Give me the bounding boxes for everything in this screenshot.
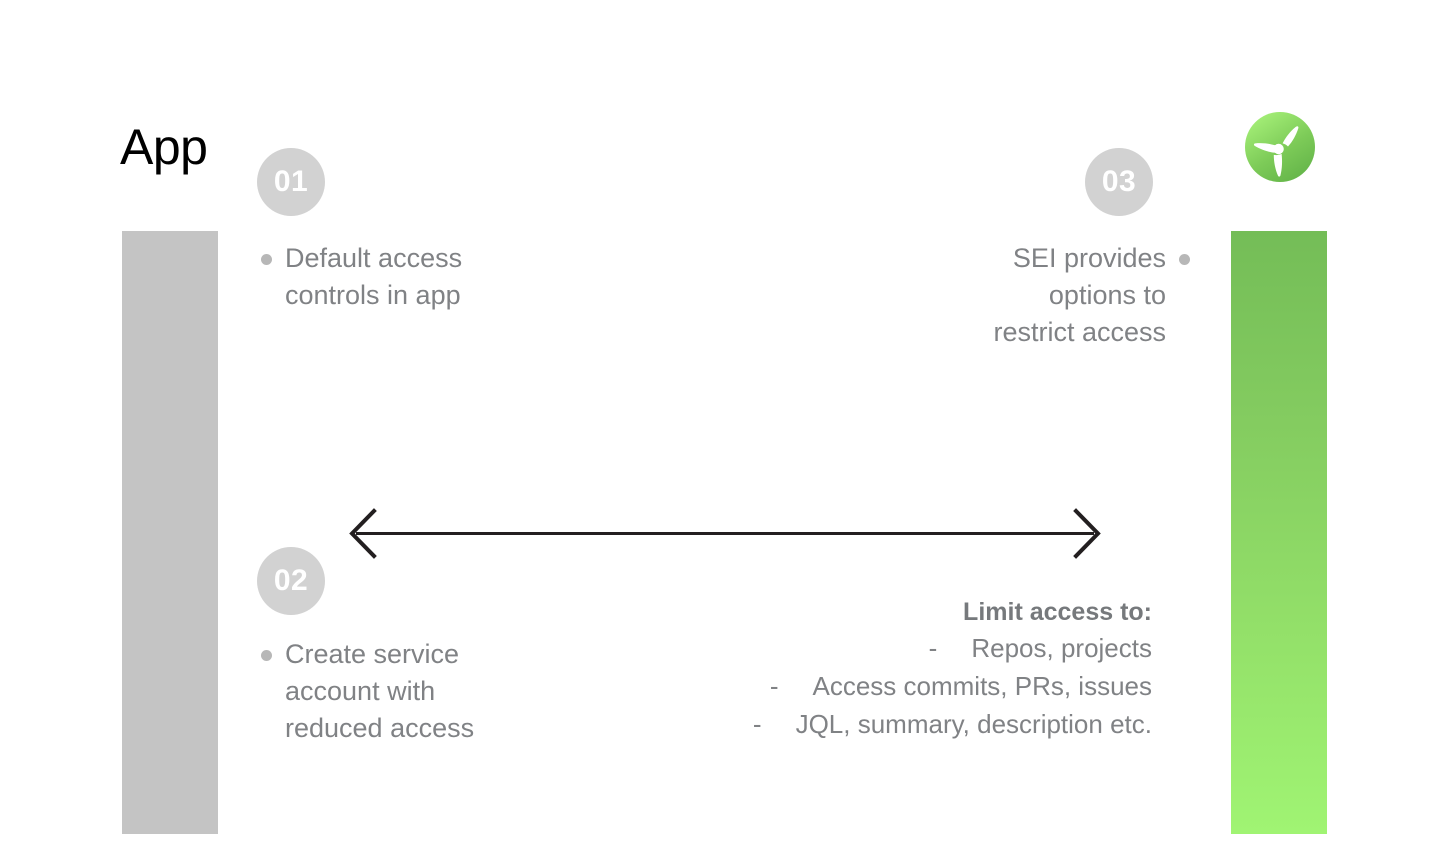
- limit-access-heading: Limit access to:: [963, 598, 1152, 626]
- app-column-bar: [122, 231, 218, 834]
- bullet-dot-icon: [261, 650, 272, 661]
- step-badge-02: 02: [257, 547, 325, 615]
- limit-access-item-label: JQL, summary, description etc.: [795, 709, 1152, 739]
- dash-bullet-icon: -: [928, 633, 938, 663]
- step-text-01-label: Default access controls in app: [285, 243, 463, 310]
- limit-access-item: - JQL, summary, description etc.: [753, 705, 1152, 743]
- page-title: App: [120, 119, 208, 175]
- step-badge-02-label: 02: [273, 564, 309, 597]
- step-text-02-label: Create service account with reduced acce…: [285, 639, 475, 743]
- bullet-dot-icon: [261, 254, 272, 265]
- sei-column-bar: [1231, 231, 1327, 834]
- step-badge-03-label: 03: [1101, 165, 1137, 198]
- step-badge-01: 01: [257, 148, 325, 216]
- limit-access-item-label: Access commits, PRs, issues: [812, 671, 1152, 701]
- limit-access-item: - Access commits, PRs, issues: [753, 667, 1152, 705]
- step-text-03-label: SEI provides options to restrict access: [993, 243, 1166, 347]
- bidirectional-arrow: [344, 505, 1106, 563]
- harness-propeller-logo: [1245, 112, 1315, 182]
- step-badge-03: 03: [1085, 148, 1153, 216]
- step-text-03: SEI provides options to restrict access: [900, 240, 1190, 351]
- step-text-01: Default access controls in app: [261, 240, 462, 314]
- dash-bullet-icon: -: [752, 709, 762, 739]
- limit-access-item-label: Repos, projects: [971, 633, 1152, 663]
- dash-bullet-icon: -: [769, 671, 779, 701]
- limit-access-item: - Repos, projects: [753, 629, 1152, 667]
- bullet-dot-icon: [1179, 254, 1190, 265]
- limit-access-block: Limit access to: - Repos, projects - Acc…: [753, 595, 1152, 743]
- step-badge-01-label: 01: [273, 165, 309, 198]
- step-text-02: Create service account with reduced acce…: [261, 636, 474, 747]
